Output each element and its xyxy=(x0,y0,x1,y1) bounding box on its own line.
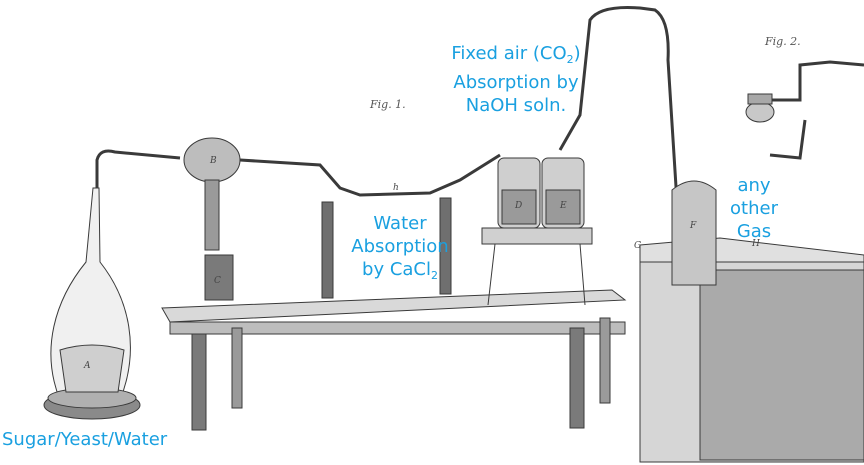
pneumatic-tub xyxy=(639,180,864,463)
letter-flask: A xyxy=(83,361,91,371)
label-any-other-gas-line1: any xyxy=(737,175,771,196)
letter-tube-h: h xyxy=(393,183,399,193)
letter-tub-h: H xyxy=(751,239,760,249)
label-sugar-yeast-water: Sugar/Yeast/Water xyxy=(2,429,168,450)
label-fixed-air-line3: NaOH soln. xyxy=(465,95,567,116)
naoh-bottles xyxy=(481,157,593,306)
bulb-b xyxy=(183,137,241,301)
label-fixed-air: Fixed air (CO2) Absorption by NaOH soln. xyxy=(443,42,589,117)
cacl2-columns xyxy=(321,197,452,299)
label-any-other-gas: any other Gas xyxy=(722,174,786,243)
letter-bulb: B xyxy=(209,156,217,166)
figure-caption-1: Fig. 1. xyxy=(370,98,406,111)
label-fixed-air-line1: Fixed air (CO2) xyxy=(451,43,581,66)
figure-caption-2: Fig. 2. xyxy=(765,35,801,48)
letter-receiver: C xyxy=(214,276,221,286)
label-water-absorption-line1: Water xyxy=(373,213,427,234)
table xyxy=(161,289,627,431)
flask-a xyxy=(43,187,141,420)
label-any-other-gas-line3: Gas xyxy=(736,221,772,242)
letter-tub-g: G xyxy=(634,241,641,251)
label-fixed-air-line2: Absorption by xyxy=(453,72,579,93)
letter-jar: F xyxy=(689,221,697,231)
apparatus-letters: A B C D E F h G H xyxy=(83,156,760,371)
letter-bottle-d: D xyxy=(514,201,522,211)
label-water-absorption-line2: Absorption xyxy=(351,236,449,257)
label-water-absorption: Water Absorption by CaCl2 xyxy=(337,212,463,287)
label-any-other-gas-line2: other xyxy=(730,198,778,219)
letter-bottle-e: E xyxy=(559,201,567,211)
label-water-absorption-line3: by CaCl2 xyxy=(362,259,438,282)
fig2-apparatus xyxy=(745,93,775,123)
